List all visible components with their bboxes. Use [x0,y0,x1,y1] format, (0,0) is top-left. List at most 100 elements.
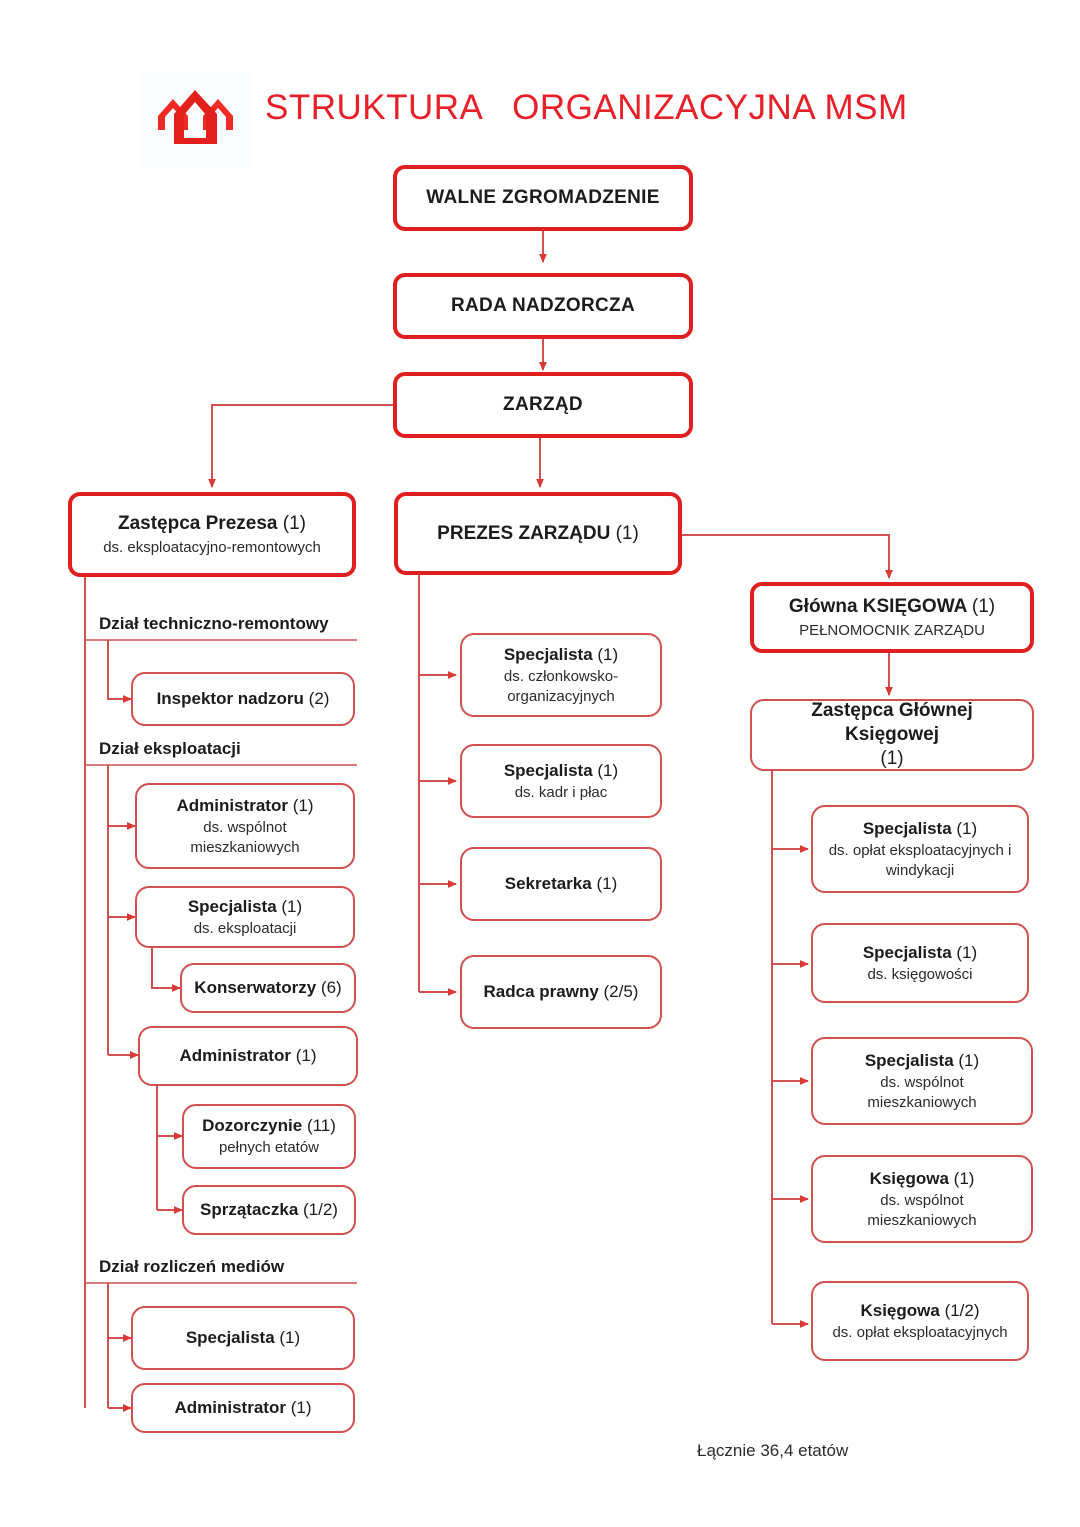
box-title: Główna KSIĘGOWA (1) [789,595,995,619]
msm-house-logo [140,72,252,168]
box-count: (11) [306,1116,336,1136]
box-subtitle: ds. wspólnot mieszkaniowych [867,1192,977,1229]
page-title: STRUKTURA ORGANIZACYJNA MSM [265,88,908,127]
box-count: (1) [953,1168,975,1188]
box-administrator-media[interactable]: Administrator (1) [131,1383,355,1433]
box-count: (1) [295,1046,317,1066]
box-count: (1/2) [303,1200,338,1220]
box-title-text: Specjalista [862,942,952,962]
box-rada-nadzorcza[interactable]: RADA NADZORCZA [393,273,693,339]
box-prezes-zarzadu[interactable]: PREZES ZARZĄDU (1) [394,492,682,575]
box-count: (1) [880,747,904,769]
box-title-text: PREZES ZARZĄDU [437,522,611,544]
box-title: Specjalista (1) [186,1327,300,1348]
box-title-text: Zastępca Głównej Księgowej [811,700,973,746]
box-count: (2/5) [603,982,639,1002]
box-specjalista-wspolnot[interactable]: Specjalista (1) ds. wspólnot mieszkaniow… [811,1037,1033,1125]
box-subtitle: ds. wspólnot mieszkaniowych [190,819,300,856]
box-count: (1) [958,1050,980,1070]
box-count: (1) [281,896,303,916]
box-subtitle: ds. opłat eksploatacyjnych i windykacji [828,842,1012,879]
box-title: RADA NADZORCZA [451,295,635,317]
box-inspektor-nadzoru[interactable]: Inspektor nadzoru (2) [131,672,355,726]
box-title: ZARZĄD [503,394,583,416]
box-ksiegowa-wspolnot[interactable]: Księgowa (1) ds. wspólnot mieszkaniowych [811,1155,1033,1243]
box-title: WALNE ZGROMADZENIE [426,187,660,209]
box-title-text: Specjalista [503,760,593,780]
box-sprzataczka[interactable]: Sprzątaczka (1/2) [182,1185,356,1235]
box-title-text: Księgowa [860,1300,940,1320]
box-count: (1) [597,644,619,664]
box-specjalista-kadr-i-plac[interactable]: Specjalista (1) ds. kadr i płac [460,744,662,818]
box-specjalista-oplat-windykacji[interactable]: Specjalista (1) ds. opłat eksploatacyjny… [811,805,1029,893]
box-title: Specjalista (1) [865,1050,979,1071]
box-title-text: Księgowa [869,1168,949,1188]
box-count: (6) [320,978,342,998]
box-specjalista-eksploatacji[interactable]: Specjalista (1) ds. eksploatacji [135,886,355,948]
box-title-text: Specjalista [864,1050,954,1070]
total-positions-label: Łącznie 36,4 etatów [697,1441,849,1460]
box-title-text: Sprzątaczka [200,1200,299,1220]
box-title: Księgowa (1/2) [860,1300,979,1321]
box-radca-prawny[interactable]: Radca prawny (2/5) [460,955,662,1029]
box-title: Dozorczynie (11) [202,1115,336,1136]
box-title-text: Sekretarka [504,874,592,894]
dept-header-rozliczen-mediow: Dział rozliczeń mediów [99,1257,285,1276]
box-subtitle: ds. członkowsko- organizacyjnych [503,668,619,705]
box-title-text: Administrator [179,1046,291,1066]
box-dozorczynie[interactable]: Dozorczynie (11) pełnych etatów [182,1104,356,1169]
box-title-text: Konserwatorzy [194,978,317,998]
box-subtitle: ds. kadr i płac [514,783,608,801]
box-walne-zgromadzenie[interactable]: WALNE ZGROMADZENIE [393,165,693,231]
box-count: (1) [279,1328,301,1348]
dept-header-eksploatacji: Dział eksploatacji [99,739,241,758]
box-title-text: Zastępca Prezesa [117,512,278,534]
box-subtitle: ds. wspólnot mieszkaniowych [867,1074,977,1111]
box-title: Specjalista (1) [504,760,618,781]
box-specjalista-media[interactable]: Specjalista (1) [131,1306,355,1370]
box-zastepca-glownej-ksiegowej[interactable]: Zastępca Głównej Księgowej (1) [750,699,1034,771]
box-title: Księgowa (1) [870,1168,975,1189]
box-count: (1) [596,874,618,894]
box-sekretarka[interactable]: Sekretarka (1) [460,847,662,921]
box-title: Zastępca Głównej Księgowej (1) [762,699,1022,770]
box-count: (1) [956,818,978,838]
box-zastepca-prezesa[interactable]: Zastępca Prezesa (1) ds. eksploatacyjno-… [68,492,356,577]
box-subtitle: pełnych etatów [218,1139,320,1157]
box-title: Administrator (1) [177,795,314,816]
box-title-text: Dozorczynie [202,1116,303,1136]
box-title: Administrator (1) [180,1045,317,1066]
box-title-text: Specjalista [862,818,952,838]
box-konserwatorzy[interactable]: Konserwatorzy (6) [180,963,356,1013]
box-administrator-2[interactable]: Administrator (1) [138,1026,358,1086]
box-count: (1) [282,512,306,534]
box-title-text: Inspektor nadzoru [156,689,304,709]
box-title-text: Specjalista [503,644,593,664]
box-title: Sprzątaczka (1/2) [200,1199,338,1220]
box-subtitle: ds. eksploatacji [193,919,297,937]
box-administrator-wspolnot[interactable]: Administrator (1) ds. wspólnot mieszkani… [135,783,355,869]
box-count: (1) [971,595,996,617]
box-subtitle: PEŁNOMOCNIK ZARZĄDU [799,621,985,639]
box-title: Specjalista (1) [863,818,977,839]
box-count: (1) [956,942,978,962]
box-ksiegowa-oplat[interactable]: Księgowa (1/2) ds. opłat eksploatacyjnyc… [811,1281,1029,1361]
box-count: (1) [292,795,314,815]
box-title: Specjalista (1) [863,942,977,963]
box-title: Specjalista (1) [504,644,618,665]
box-title: Specjalista (1) [188,896,302,917]
box-specjalista-ksiegowosci[interactable]: Specjalista (1) ds. księgowości [811,923,1029,1003]
box-specjalista-czlonkowsko-organizacyjnych[interactable]: Specjalista (1) ds. członkowsko- organiz… [460,633,662,717]
box-title-text: Administrator [174,1398,286,1418]
house-icon [158,90,233,144]
box-title: Inspektor nadzoru (2) [157,688,330,709]
box-title-text: Administrator [176,795,288,815]
box-count: (2) [308,689,330,709]
box-title: Radca prawny (2/5) [484,981,639,1002]
box-subtitle: ds. eksploatacyjno-remontowych [103,538,321,556]
box-zarzad[interactable]: ZARZĄD [393,372,693,438]
box-count: (1/2) [944,1300,980,1320]
box-title-text: Specjalista [185,1328,275,1348]
box-glowna-ksiegowa[interactable]: Główna KSIĘGOWA (1) PEŁNOMOCNIK ZARZĄDU [750,582,1034,653]
